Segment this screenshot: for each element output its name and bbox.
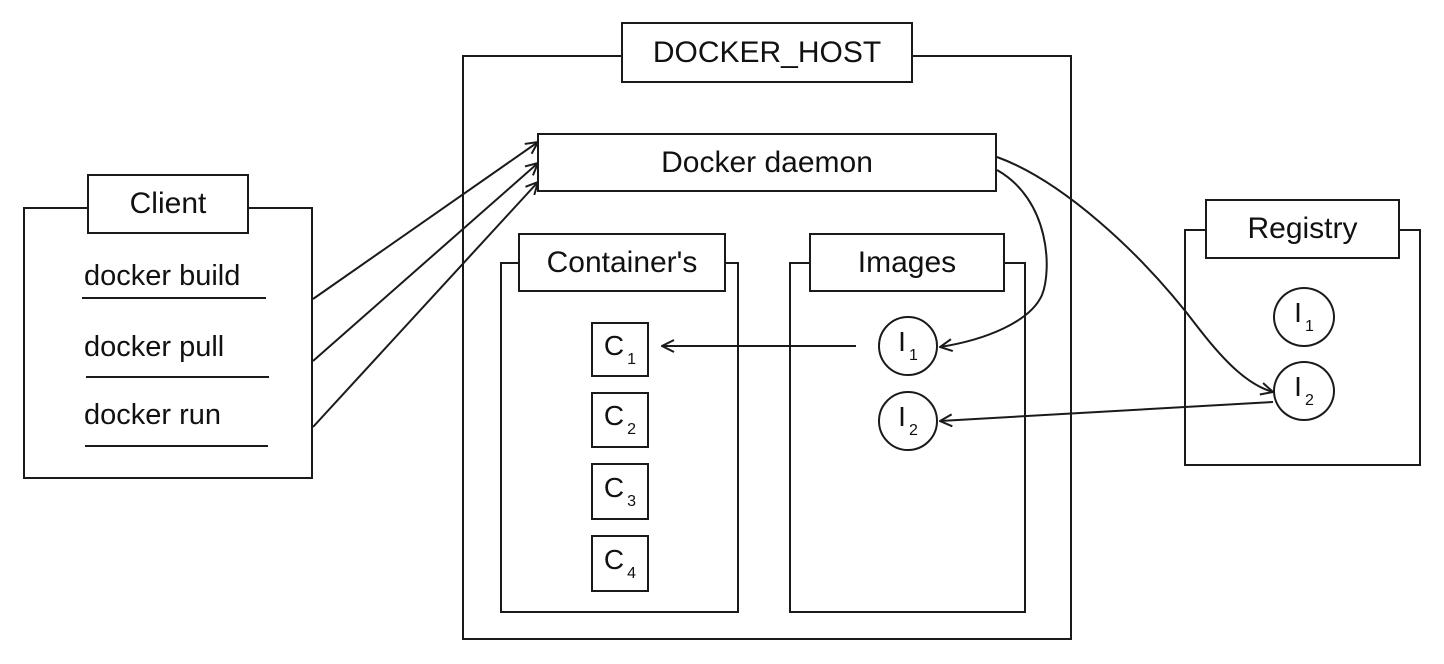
container-letter: C [603,543,625,575]
container-subscript: 3 [627,492,637,510]
registry-panel [1184,229,1421,466]
command-docker-run: docker run [84,399,222,431]
container-letter: C [603,400,625,431]
command-underline [85,445,268,447]
image-subscript: 2 [1304,392,1314,409]
container-letter: C [603,471,625,503]
registry-title: Registry [1205,199,1400,259]
image-subscript: 1 [908,347,918,364]
image-letter: I [1294,371,1302,402]
container-letter: C [603,329,625,361]
container-subscript: 1 [627,350,637,368]
image-letter: I [898,326,906,357]
docker-host-title: DOCKER_HOST [621,22,913,83]
command-docker-pull: docker pull [84,331,225,363]
containers-title: Container's [518,233,726,292]
command-underline [82,297,266,299]
docker-daemon-box: Docker daemon [537,133,997,192]
images-title: Images [809,233,1005,292]
command-underline [86,376,269,378]
client-title: Client [87,174,249,234]
image-letter: I [1294,297,1302,328]
command-docker-build: docker build [84,260,241,292]
image-letter: I [898,401,906,432]
image-subscript: 2 [908,422,918,439]
image-subscript: 1 [1304,318,1314,335]
container-subscript: 2 [627,421,637,438]
container-subscript: 4 [627,564,637,582]
